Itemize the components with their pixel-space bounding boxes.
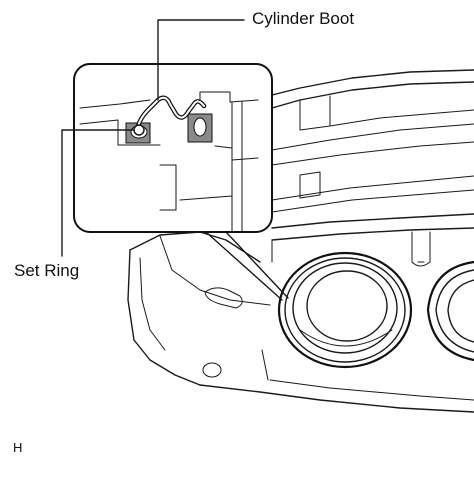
figure-code-label: H: [13, 440, 23, 455]
magnifier-leaders: [205, 231, 289, 301]
piston-right: [426, 260, 474, 362]
set-ring-leader: [61, 129, 134, 257]
detail-callout-box: [73, 63, 273, 233]
cylinder-boot-leader: [157, 19, 245, 101]
piston-left: [277, 251, 413, 369]
set-ring-label: Set Ring: [14, 261, 80, 280]
cylinder-boot-label: Cylinder Boot: [252, 9, 355, 28]
